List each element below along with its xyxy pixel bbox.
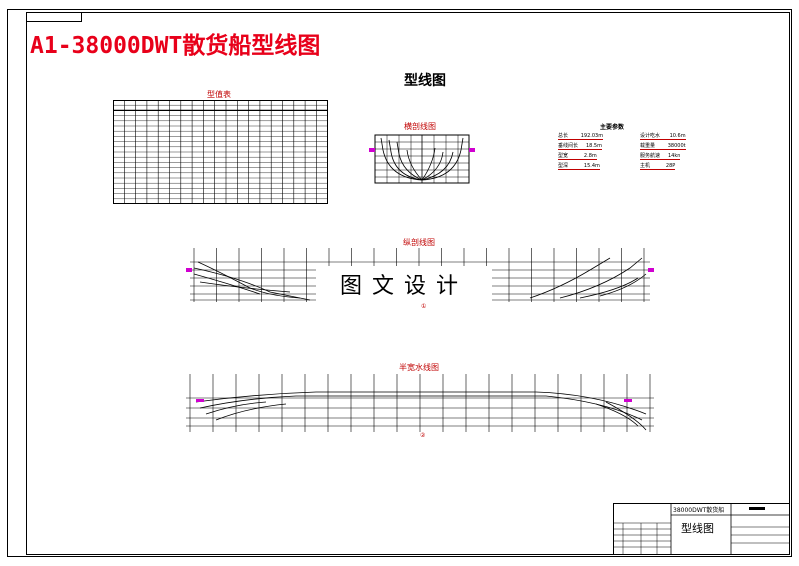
param-key: 载重量 bbox=[640, 143, 656, 149]
param-value: 38000t bbox=[667, 143, 686, 149]
half-breadth-title: 半宽水线图 bbox=[399, 363, 439, 372]
sheet-title: 型线图 bbox=[404, 73, 446, 89]
param-key: 型宽 bbox=[558, 153, 569, 159]
half-breadth-view bbox=[186, 374, 654, 432]
offset-table bbox=[113, 100, 328, 204]
param-value: 15.4m bbox=[583, 163, 600, 169]
param-row: 设计吃水 10.6m bbox=[640, 132, 686, 140]
param-value: 28P bbox=[665, 163, 676, 169]
profile-marker: ① bbox=[421, 303, 427, 310]
param-value: 2.8m bbox=[583, 153, 597, 159]
param-key: 设计吃水 bbox=[640, 133, 661, 139]
param-value: 14kn bbox=[667, 153, 681, 159]
ship-name: 38000DWT散货船 bbox=[673, 507, 725, 514]
param-row: 服务航速 14kn bbox=[640, 152, 681, 160]
outer-frame bbox=[7, 9, 792, 557]
param-row: 总长 192.03m bbox=[558, 132, 604, 140]
param-row: 垂线间长 18.5m bbox=[558, 142, 602, 150]
corner-label-box bbox=[26, 12, 82, 22]
profile-title: 纵剖线图 bbox=[403, 238, 435, 247]
offset-table-title: 型值表 bbox=[207, 90, 231, 99]
param-row: 载重量 38000t bbox=[640, 142, 686, 150]
param-value: 192.03m bbox=[580, 133, 604, 139]
title-block bbox=[613, 503, 790, 555]
param-value: 18.5m bbox=[585, 143, 602, 149]
param-row: 型宽 2.8m bbox=[558, 152, 597, 160]
param-value: 10.6m bbox=[669, 133, 686, 139]
drawing-border bbox=[26, 12, 790, 555]
body-plan bbox=[369, 134, 475, 184]
watermark: 图文设计 bbox=[316, 266, 492, 302]
param-key: 服务航速 bbox=[640, 153, 661, 159]
half-breadth-marker: ② bbox=[420, 432, 426, 439]
param-row: 主机 28P bbox=[640, 162, 676, 170]
param-row: 型深 15.4m bbox=[558, 162, 600, 170]
param-key: 垂线间长 bbox=[558, 143, 579, 149]
params-title: 主要参数 bbox=[600, 124, 625, 131]
drawing-name: 型线图 bbox=[681, 522, 714, 535]
body-plan-title: 横剖线图 bbox=[404, 122, 436, 131]
main-title: A1-38000DWT散货船型线图 bbox=[30, 33, 321, 59]
param-key: 型深 bbox=[558, 163, 569, 169]
param-key: 总长 bbox=[558, 133, 569, 139]
param-key: 主机 bbox=[640, 163, 651, 169]
